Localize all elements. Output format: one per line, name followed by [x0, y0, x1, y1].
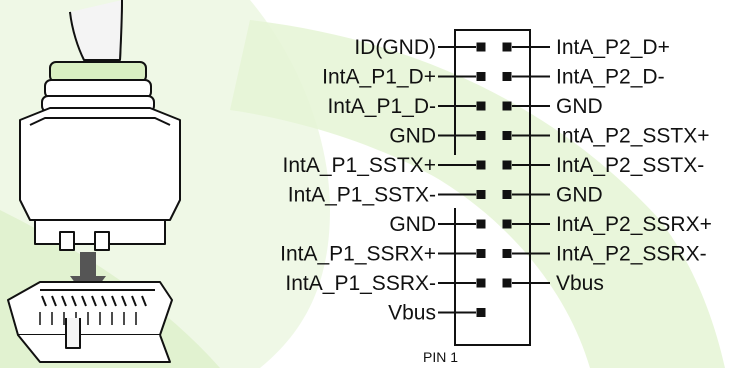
- pin-label-right: Vbus: [556, 272, 604, 295]
- pin-label-right: IntA_P2_SSTX+: [556, 125, 710, 148]
- pin-square: [502, 278, 512, 288]
- pin-label-right: IntA_P2_D+: [556, 36, 670, 59]
- pin-label-left: GND: [389, 125, 436, 148]
- pin-label-left: Vbus: [388, 302, 436, 325]
- pin-label-left: IntA_P1_D+: [322, 66, 436, 89]
- usb3-internal-plug-icon: [19, 0, 181, 251]
- pin-label-left: GND: [389, 213, 436, 236]
- pin-label-left: IntA_P1_SSRX+: [280, 243, 436, 266]
- pin-square: [476, 278, 486, 288]
- pin-label-left: IntA_P1_SSTX+: [282, 154, 436, 177]
- pin-square: [476, 308, 486, 317]
- pin-label-left: IntA_P1_SSTX-: [288, 184, 436, 207]
- pin-square: [476, 72, 486, 81]
- connector-illustration: [7, 0, 181, 363]
- pin-square: [476, 131, 486, 140]
- header-outline: [454, 29, 531, 346]
- pin-square: [502, 219, 512, 229]
- pin-label-right: IntA_P2_SSTX-: [556, 154, 704, 177]
- pin-square: [476, 101, 486, 111]
- pin-square: [476, 190, 486, 199]
- pin-square: [502, 131, 512, 140]
- pin-square: [502, 160, 512, 170]
- pin-label-right: IntA_P2_SSRX-: [556, 243, 707, 266]
- pin-label-left: IntA_P1_SSRX-: [285, 272, 436, 295]
- pin-square: [476, 249, 486, 258]
- pin-label-right: GND: [556, 95, 603, 118]
- pin-label-left: ID(GND): [354, 36, 436, 59]
- pin-square: [502, 249, 512, 258]
- pin-square: [476, 160, 486, 170]
- pin-square: [476, 42, 486, 52]
- pin-header-socket-icon: [7, 281, 173, 363]
- pin-square: [502, 101, 512, 111]
- pin-square: [502, 42, 512, 52]
- pin-label-right: IntA_P2_SSRX+: [556, 213, 712, 236]
- pin-label-right: IntA_P2_D-: [556, 66, 665, 89]
- pin-label-left: IntA_P1_D-: [327, 95, 436, 118]
- pin-square: [476, 219, 486, 229]
- pin-square: [502, 72, 512, 81]
- pin1-label: PIN 1: [423, 349, 458, 365]
- pin-square: [502, 190, 512, 199]
- pin-label-right: GND: [556, 184, 603, 207]
